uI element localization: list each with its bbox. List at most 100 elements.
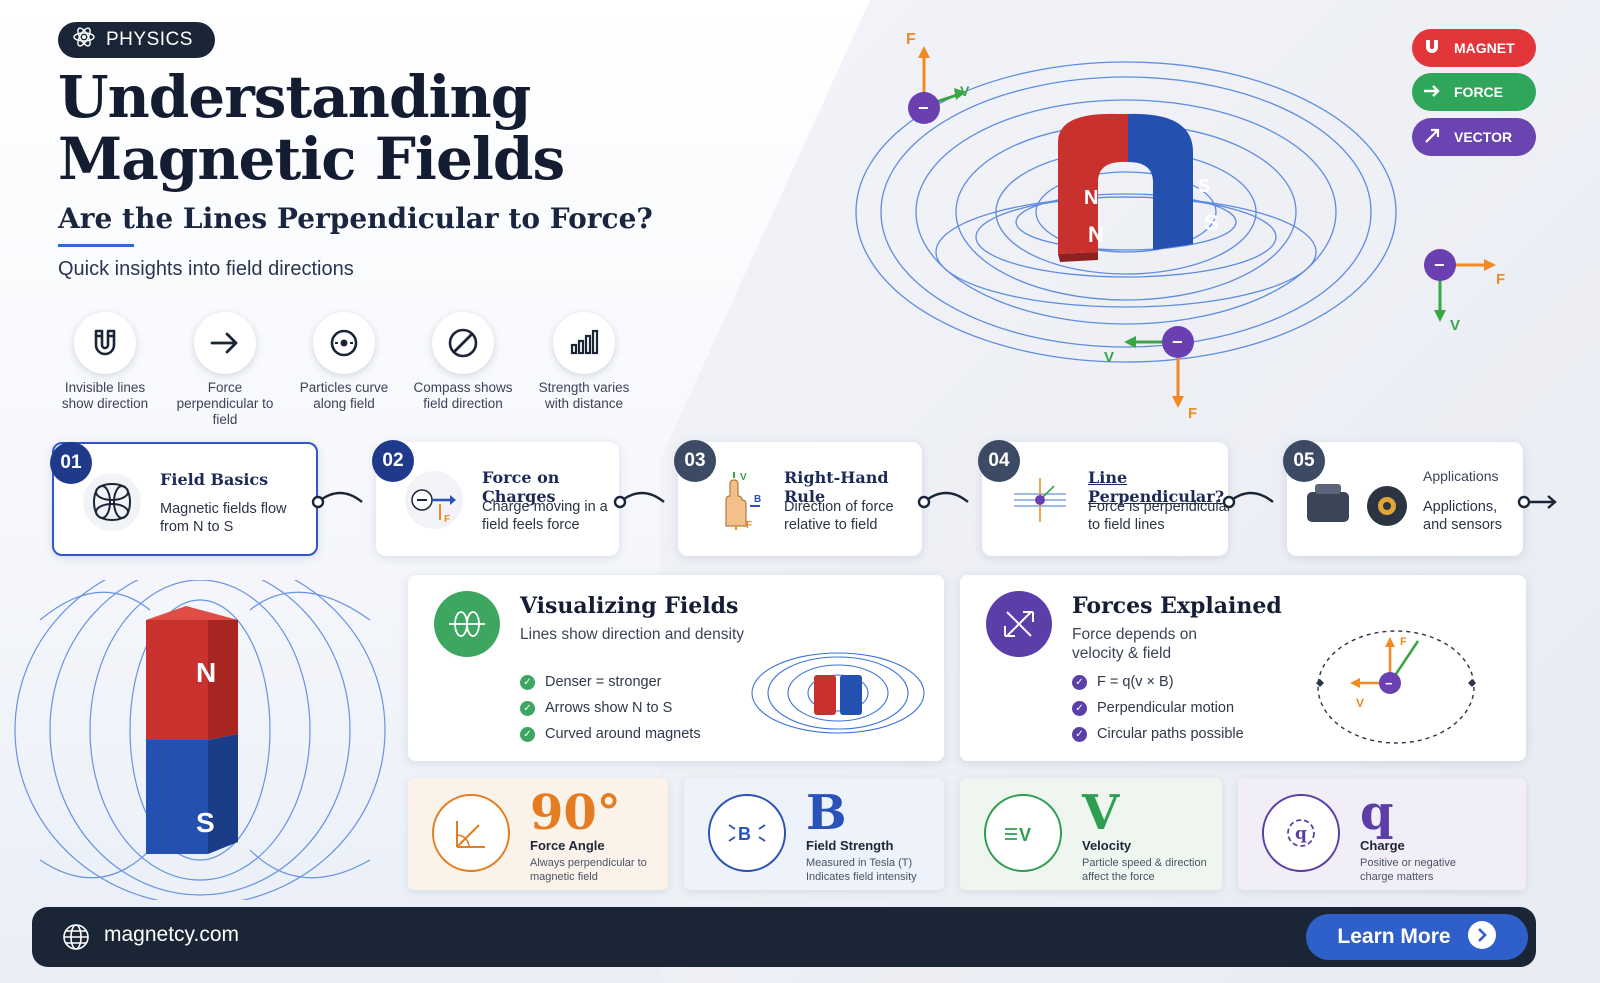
vector-arrows-icon — [986, 591, 1052, 657]
field-diagram — [751, 652, 925, 734]
svg-text:F: F — [444, 514, 450, 525]
step-number: 01 — [50, 442, 92, 484]
particle-icon — [313, 312, 375, 374]
checklist-item: ✓Denser = stronger — [520, 669, 701, 695]
tagline: Quick insights into field directions — [58, 258, 354, 280]
svg-text:−: − — [1434, 255, 1445, 275]
south-pole-label: S — [1198, 176, 1210, 196]
magnet-icon — [1422, 37, 1442, 60]
svg-text:V: V — [1019, 825, 1031, 845]
step-connector — [1222, 491, 1274, 509]
visualizing-fields-card: Visualizing Fields Lines show direction … — [408, 575, 944, 761]
check-icon: ✓ — [1072, 674, 1087, 690]
south-pole-label: S — [196, 807, 215, 838]
step-desc: Charge moving in a field feels force — [482, 499, 608, 533]
category-tag: PHYSICS — [58, 22, 215, 58]
step-desc: Magnetic fields flow from N to S — [160, 501, 287, 535]
step-desc: Applictions, and sensors — [1423, 499, 1502, 533]
svg-text:−: − — [1385, 676, 1393, 691]
step-number: 04 — [978, 440, 1020, 482]
step-end-arrow — [1517, 495, 1557, 509]
step-number: 02 — [372, 440, 414, 482]
footer-bar: magnetcy.com Learn More — [32, 907, 1536, 967]
horseshoe-magnet: N N S S — [1058, 113, 1219, 262]
svg-text:F: F — [1188, 405, 1197, 422]
feature-item: Force perpendicular to field — [170, 312, 280, 428]
step-title: Field Basics — [160, 470, 269, 489]
particle-top-left: − F V — [906, 31, 970, 124]
step-card-5[interactable]: 05 Applications Applictions, and sensors — [1283, 440, 1523, 556]
svg-text:q: q — [1295, 824, 1307, 844]
feature-item: Strength varies with distance — [529, 312, 639, 412]
step-connector — [613, 491, 665, 509]
step-desc: Force is perpendicular to field lines — [1088, 499, 1232, 533]
step-card-2[interactable]: 02 F Force on Charges Charge moving in a… — [372, 440, 619, 556]
page-title: Understanding Magnetic Fields — [58, 63, 565, 193]
card-subtitle: Force depends on velocity & field — [1072, 626, 1197, 662]
checklist-item: ✓F = q(v × B) — [1072, 669, 1244, 695]
svg-text:V: V — [1450, 317, 1460, 334]
card-title: Visualizing Fields — [520, 593, 739, 619]
checklist-item: ✓Circular paths possible — [1072, 721, 1244, 747]
particle-right-vectors: − F V — [1424, 249, 1505, 334]
arrow-right-icon — [1422, 81, 1442, 104]
stat-card-force-angle: 90° Force Angle Always perpendicular to … — [408, 778, 668, 890]
card-title: Forces Explained — [1072, 593, 1282, 619]
svg-text:V: V — [1356, 696, 1364, 710]
chevron-right-icon — [1467, 920, 1497, 955]
learn-more-button[interactable]: Learn More — [1306, 914, 1528, 960]
checklist-item: ✓Arrows show N to S — [520, 695, 701, 721]
field-strength-icon: B — [708, 794, 786, 872]
category-tag-label: PHYSICS — [106, 29, 193, 50]
stat-card-charge: q q Charge Positive or negative charge m… — [1238, 778, 1526, 890]
check-icon: ✓ — [520, 700, 535, 716]
compass-icon — [432, 312, 494, 374]
step-connector — [311, 491, 363, 509]
charge-force-icon: F — [402, 468, 466, 532]
charge-icon: q — [1262, 794, 1340, 872]
step-title: Applications — [1423, 468, 1499, 484]
step-card-1[interactable]: 01 Field Basics Magnetic fields flow fro… — [50, 442, 318, 556]
bar-chart-icon — [553, 312, 615, 374]
check-icon: ✓ — [520, 726, 535, 742]
svg-text:F: F — [906, 31, 916, 48]
feature-item: Particles curve along field — [289, 312, 399, 412]
diagonal-arrow-icon — [1422, 126, 1442, 149]
field-lines-icon — [434, 591, 500, 657]
svg-text:F: F — [1496, 271, 1505, 288]
card-subtitle: Lines show direction and density — [520, 626, 745, 643]
field-lines-icon — [80, 470, 144, 534]
angle-icon — [432, 794, 510, 872]
step-number: 03 — [674, 440, 716, 482]
check-icon: ✓ — [520, 674, 535, 690]
checklist-item: ✓Curved around magnets — [520, 721, 701, 747]
svg-text:B: B — [738, 824, 751, 844]
step-title: Right-Hand Rule — [784, 468, 889, 506]
step-desc: Direction of force relative to field — [784, 499, 894, 533]
stat-card-field-strength: B B Field Strength Measured in Tesla (T)… — [684, 778, 944, 890]
particle-bottom: − V F — [1104, 326, 1197, 422]
step-title: Line Perpendicular? — [1088, 468, 1225, 506]
step-connector — [917, 491, 969, 509]
legend-item-magnet: MAGNET — [1412, 29, 1536, 67]
feature-item: Compass shows field direction — [408, 312, 518, 412]
velocity-icon: V — [984, 794, 1062, 872]
north-pole-label: N — [1084, 187, 1098, 209]
feature-item: Invisible lines show direction — [50, 312, 160, 412]
check-icon: ✓ — [1072, 726, 1087, 742]
arrow-right-icon — [194, 312, 256, 374]
svg-text:V: V — [740, 472, 747, 483]
svg-text:V: V — [960, 83, 970, 99]
svg-text:B: B — [754, 494, 761, 505]
step-card-4[interactable]: 04 Line Perpendicular? Force is perpendi… — [978, 440, 1231, 556]
perpendicular-lines-icon — [1008, 468, 1072, 532]
check-icon: ✓ — [1072, 700, 1087, 716]
atom-icon — [72, 25, 96, 55]
website-link[interactable]: magnetcy.com — [104, 923, 239, 946]
forces-explained-card: Forces Explained Force depends on veloci… — [960, 575, 1526, 761]
circular-path-diagram: − F V — [1316, 630, 1476, 744]
stat-card-velocity: V V Velocity Particle speed & direction … — [960, 778, 1222, 890]
step-title: Force on Charges — [482, 468, 560, 506]
